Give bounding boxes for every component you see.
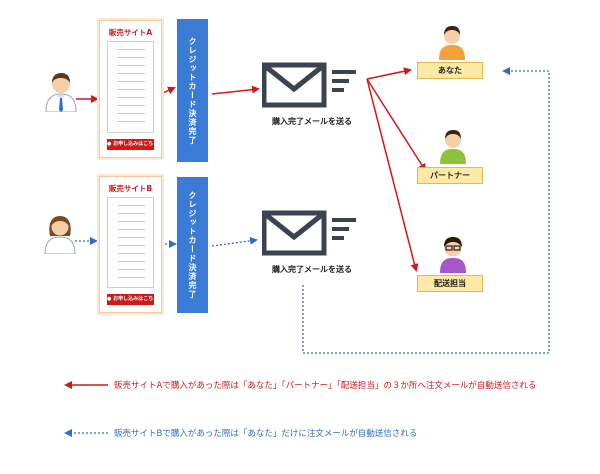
person-delivery-icon: [440, 237, 466, 273]
arrow-mail-b-to-you: [302, 67, 550, 354]
mail-b-caption: 購入完了メールを送る: [272, 265, 352, 274]
site-b-apply-label: お申し込みはこちら: [113, 296, 159, 302]
site-b-apply-button[interactable]: ● お申し込みはこちら: [107, 294, 158, 305]
site-b-content-lines: [107, 197, 154, 288]
site-b-title: 販売サイトB: [108, 184, 153, 193]
legend-blue-text: 販売サイトBで購入があった際は「あなた」だけに注文メールが自動送信される: [114, 429, 418, 439]
site-a-content-lines: [107, 41, 154, 133]
role-delivery-label: 配送担当: [417, 275, 483, 292]
mail-a-caption: 購入完了メールを送る: [272, 117, 352, 126]
checkmark-circle-icon: ●: [107, 296, 114, 302]
person-female-icon: [44, 216, 76, 254]
envelope-icon: [262, 62, 356, 108]
person-partner-icon: [440, 130, 466, 164]
payment-complete-label-a: クレジットカード決済完了: [188, 36, 197, 145]
person-you-icon: [439, 26, 465, 60]
arrow-mail-to-you: [366, 67, 412, 80]
arrow-mail-to-delivery: [366, 78, 419, 272]
role-partner-label: パートナー: [417, 167, 483, 184]
payment-complete-label-b: クレジットカード決済完了: [188, 191, 197, 299]
checkmark-circle-icon: ●: [107, 141, 114, 147]
payment-complete-bar-a: クレジットカード決済完了: [177, 19, 208, 162]
site-a-apply-button[interactable]: ● お申し込みはこちら: [107, 139, 158, 150]
site-b-card: 販売サイトB ● お申し込みはこちら: [99, 176, 162, 313]
site-a-card: 販売サイトA ● お申し込みはこちら: [99, 20, 162, 158]
payment-complete-bar-b: クレジットカード決済完了: [177, 177, 208, 313]
arrow-mail-to-partner: [366, 78, 427, 172]
envelope-icon: [262, 210, 356, 256]
person-male-icon: [45, 73, 77, 112]
legend-red-text: 販売サイトAで購入があった際は「あなた」「パートナー」「配送担当」の３か所へ注文…: [114, 381, 537, 391]
role-you-label: あなた: [417, 62, 483, 79]
site-a-title: 販売サイトA: [108, 28, 153, 37]
site-a-apply-label: お申し込みはこちら: [113, 141, 159, 147]
arrow-payment-to-mail-b: [211, 236, 258, 247]
arrow-payment-to-mail-a: [211, 85, 260, 95]
